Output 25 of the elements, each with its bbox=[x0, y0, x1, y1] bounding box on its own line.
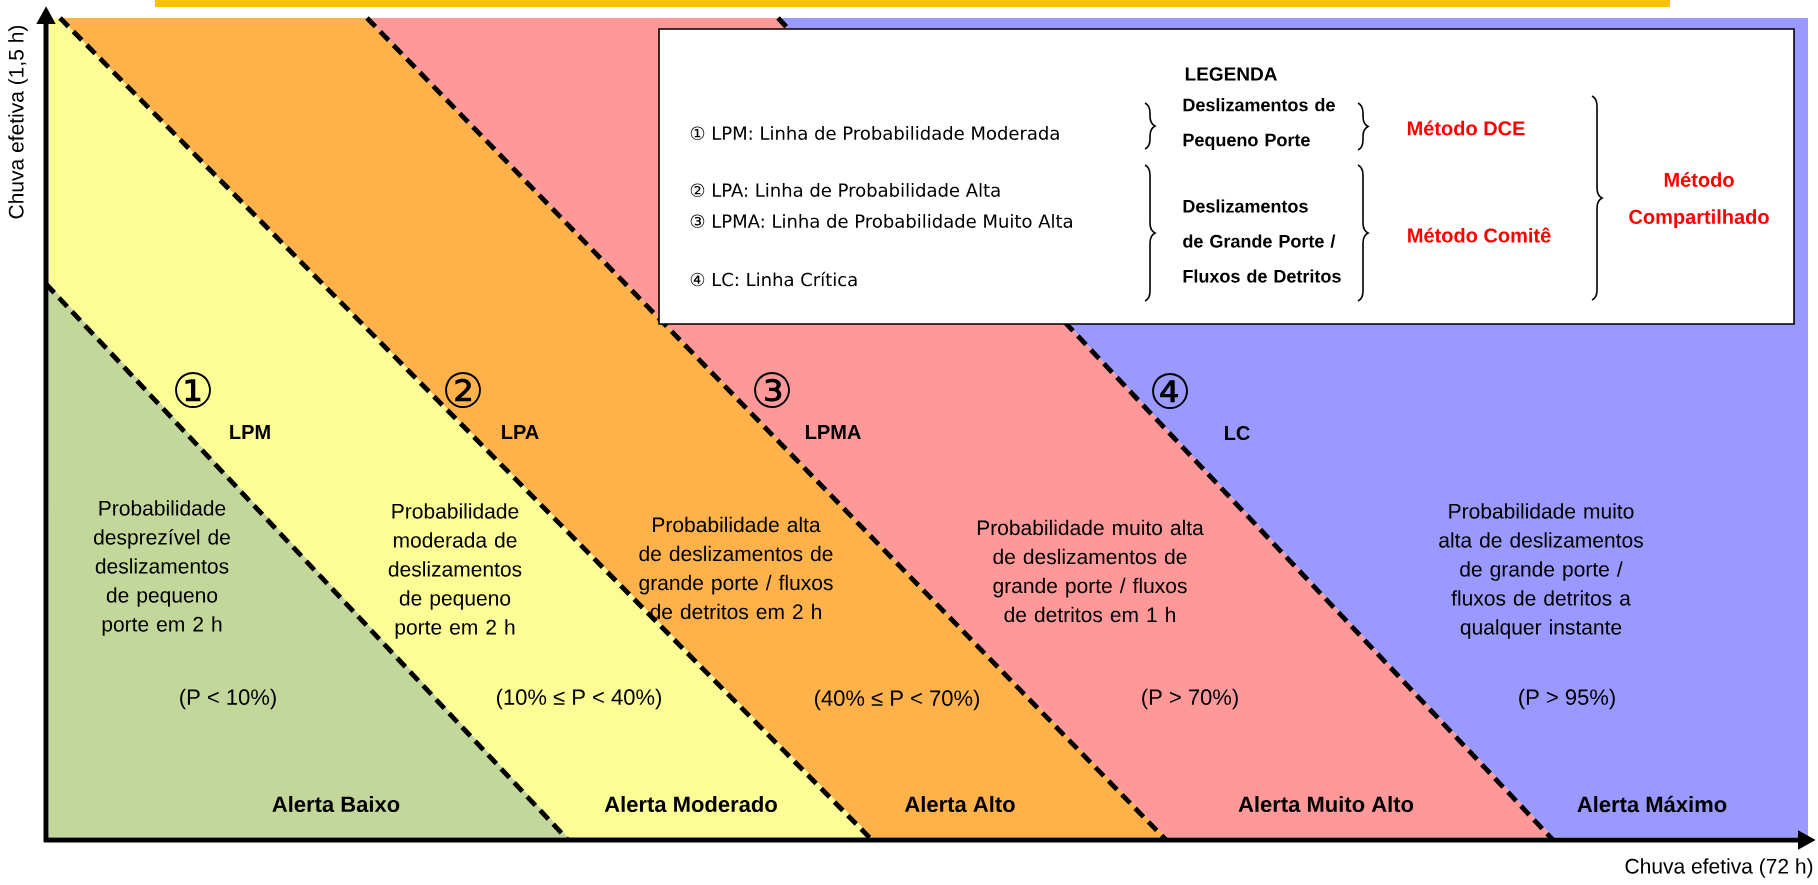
alert-level: Alerta Baixo bbox=[272, 795, 400, 813]
line-number: ① bbox=[175, 372, 211, 408]
alert-level: Alerta Muito Alto bbox=[1238, 795, 1414, 813]
alert-level: Alerta Máximo bbox=[1577, 795, 1727, 813]
line-number: ④ bbox=[1152, 373, 1188, 409]
alert-level: Alerta Alto bbox=[904, 795, 1015, 813]
zone-description: Probabilidade muito alta de deslizamentos de grande porte / fluxos de detritos em 1 h bbox=[977, 519, 1204, 623]
line-number: ③ bbox=[754, 372, 790, 408]
probability-range: (P > 95%) bbox=[1519, 688, 1615, 710]
line-name: LC bbox=[1225, 425, 1250, 441]
line-name: LPA bbox=[502, 425, 539, 439]
legend-box: LEGENDA ① LPM: Linha de Probabilidade Moderada ② LPA: Linha de Probabilidade Alta ③ LPMA: Linha de Probabilidade Muito Alta ④ LC: Linha Crítica Deslizamentos de Pequeno Porte Deslizamentos de Grande Porte / Fluxos de Detritos Método DCE Método Comitê Método Compartilhado bbox=[658, 28, 1795, 325]
probability-range: (40% ≤ P < 70%) bbox=[815, 689, 979, 711]
alert-level: Alerta Moderado bbox=[604, 795, 777, 813]
probability-range: (P < 10%) bbox=[180, 688, 276, 710]
zone-description: Probabilidade muito alta de deslizamentos de grande porte / fluxos de detritos a qualquer instante bbox=[1439, 503, 1643, 639]
line-name: LPM bbox=[230, 425, 270, 439]
axis-label: Chuva efetiva (1,5 h) bbox=[8, 25, 28, 219]
line-number: ② bbox=[445, 372, 481, 408]
axis-label: Chuva efetiva (72 h) bbox=[1625, 858, 1813, 878]
probability-range: (P > 70%) bbox=[1142, 688, 1238, 710]
zone-description: Probabilidade moderada de deslizamentos de pequeno porte em 2 h bbox=[388, 503, 522, 639]
zone-description: Probabilidade desprezível de deslizamentos de pequeno porte em 2 h bbox=[94, 500, 230, 636]
line-name: LPMA bbox=[806, 425, 861, 439]
probability-range: (10% ≤ P < 40%) bbox=[497, 688, 661, 710]
